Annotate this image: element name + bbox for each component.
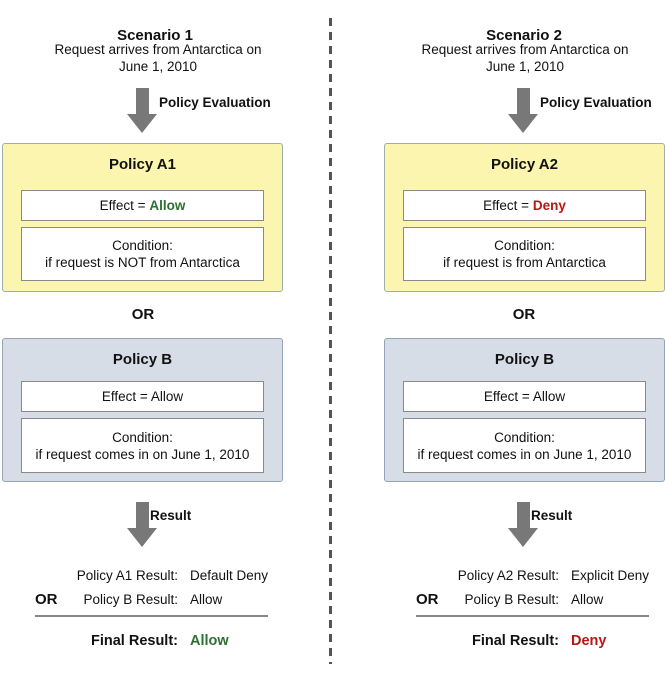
request-line-2: June 1, 2010 xyxy=(118,59,198,74)
policy-evaluation-label: Policy Evaluation xyxy=(159,95,271,110)
policy-a1-title: Policy A1 xyxy=(109,156,176,173)
result-row-value: Allow xyxy=(190,591,223,607)
condition-line-2: if request comes in on June 1, 2010 xyxy=(35,446,250,462)
effect-text: Effect = Allow xyxy=(100,197,186,214)
final-result-row: Final Result: Allow xyxy=(35,629,268,653)
or-separator-label: OR xyxy=(131,306,155,323)
result-label: Result xyxy=(150,508,192,523)
scenario-divider-dashed-line xyxy=(329,18,332,664)
condition-line-2: if request is NOT from Antarctica xyxy=(45,255,240,270)
scenario-2-column: Scenario 2 Request arrives from Antarcti… xyxy=(381,0,665,678)
scenario-1-request-text: Request arrives from Antarctica on June … xyxy=(54,41,261,75)
or-separator-label: OR xyxy=(512,306,536,323)
result-row-label: Policy B Result: xyxy=(464,591,559,607)
final-result-value: Deny xyxy=(571,633,607,649)
policy-b-effect-box: Effect = Allow xyxy=(21,381,264,412)
policy-b-title: Policy B xyxy=(112,351,173,368)
request-line-1: Request arrives from Antarctica on xyxy=(54,42,262,57)
scenario-2-title: Scenario 2 xyxy=(486,27,562,45)
result-row-value: Default Deny xyxy=(190,567,269,583)
effect-prefix: Effect = xyxy=(99,198,146,213)
arrow-head xyxy=(508,114,538,133)
policy-evaluation-label: Policy Evaluation xyxy=(540,95,652,110)
scenario-1-results: Policy A1 Result: Default Deny OR Policy… xyxy=(35,563,268,653)
condition-line-2: if request comes in on June 1, 2010 xyxy=(417,446,632,462)
result-row-value: Allow xyxy=(571,591,604,607)
policy-evaluation-arrow-icon xyxy=(127,88,157,133)
condition-line-1: Condition: xyxy=(112,429,173,445)
final-result-row: Final Result: Deny xyxy=(416,629,649,653)
condition-line-1: Condition: xyxy=(112,238,173,253)
scenario-2-results: Policy A2 Result: Explicit Deny OR Polic… xyxy=(416,563,649,653)
arrow-head xyxy=(508,528,538,547)
condition-line-1: Condition: xyxy=(494,429,555,445)
policy-evaluation-arrow-icon xyxy=(508,88,538,133)
final-result-value: Allow xyxy=(190,633,229,649)
arrow-head xyxy=(127,528,157,547)
policy-b-title: Policy B xyxy=(494,351,555,368)
or-cell: OR xyxy=(416,590,439,608)
policy-b-condition-box: Condition: if request comes in on June 1… xyxy=(21,418,264,473)
policy-a2-box: Policy A2 Effect = Deny Condition: if re… xyxy=(384,143,665,292)
arrow-shaft xyxy=(135,88,149,114)
policy-a1-condition-box: Condition: if request is NOT from Antarc… xyxy=(21,227,264,281)
result-label: Result xyxy=(531,508,573,523)
request-line-1: Request arrives from Antarctica on xyxy=(421,42,629,57)
policy-b-effect-box: Effect = Allow xyxy=(403,381,646,412)
final-result-label: Final Result: xyxy=(471,633,559,649)
result-row-value: Explicit Deny xyxy=(571,567,650,583)
or-cell: OR xyxy=(35,590,58,608)
arrow-shaft xyxy=(516,88,530,114)
arrow-shaft xyxy=(135,502,149,528)
policy-a2-condition-box: Condition: if request is from Antarctica xyxy=(403,227,646,281)
policy-a2-title: Policy A2 xyxy=(491,156,558,173)
policy-b-box: Policy B Effect = Allow Condition: if re… xyxy=(2,338,283,482)
result-arrow-icon xyxy=(508,502,538,547)
result-row-label: Policy B Result: xyxy=(83,591,178,607)
effect-text: Effect = Deny xyxy=(483,197,566,214)
condition-line-2: if request is from Antarctica xyxy=(443,255,606,270)
scenario-1-title: Scenario 1 xyxy=(117,27,193,45)
arrow-head xyxy=(127,114,157,133)
effect-text: Effect = Allow xyxy=(483,389,566,404)
result-row-label: Policy A2 Result: xyxy=(457,567,559,583)
policy-a1-effect-box: Effect = Allow xyxy=(21,190,264,221)
arrow-shaft xyxy=(516,502,530,528)
effect-prefix: Effect = xyxy=(483,198,530,213)
condition-line-1: Condition: xyxy=(494,238,555,253)
result-arrow-icon xyxy=(127,502,157,547)
policy-b-box: Policy B Effect = Allow Condition: if re… xyxy=(384,338,665,482)
policy-a1-box: Policy A1 Effect = Allow Condition: if r… xyxy=(2,143,283,292)
scenario-1-column: Scenario 1 Request arrives from Antarcti… xyxy=(2,27,283,653)
results-sum-line xyxy=(35,615,268,617)
final-result-label: Final Result: xyxy=(90,633,178,649)
policy-b-result-row: OR Policy B Result: Allow xyxy=(35,587,268,611)
result-row-label: Policy A1 Result: xyxy=(76,567,178,583)
effect-value: Deny xyxy=(532,198,566,213)
policy-b-condition-box: Condition: if request comes in on June 1… xyxy=(403,418,646,473)
effect-text: Effect = Allow xyxy=(101,389,184,404)
results-sum-line xyxy=(416,615,649,617)
policy-a2-result-row: Policy A2 Result: Explicit Deny xyxy=(416,563,649,587)
effect-value: Allow xyxy=(149,198,186,213)
scenario-2-request-text: Request arrives from Antarctica on June … xyxy=(421,41,628,75)
request-line-2: June 1, 2010 xyxy=(485,59,565,74)
policy-a1-result-row: Policy A1 Result: Default Deny xyxy=(35,563,268,587)
policy-b-result-row: OR Policy B Result: Allow xyxy=(416,587,649,611)
policy-a2-effect-box: Effect = Deny xyxy=(403,190,646,221)
